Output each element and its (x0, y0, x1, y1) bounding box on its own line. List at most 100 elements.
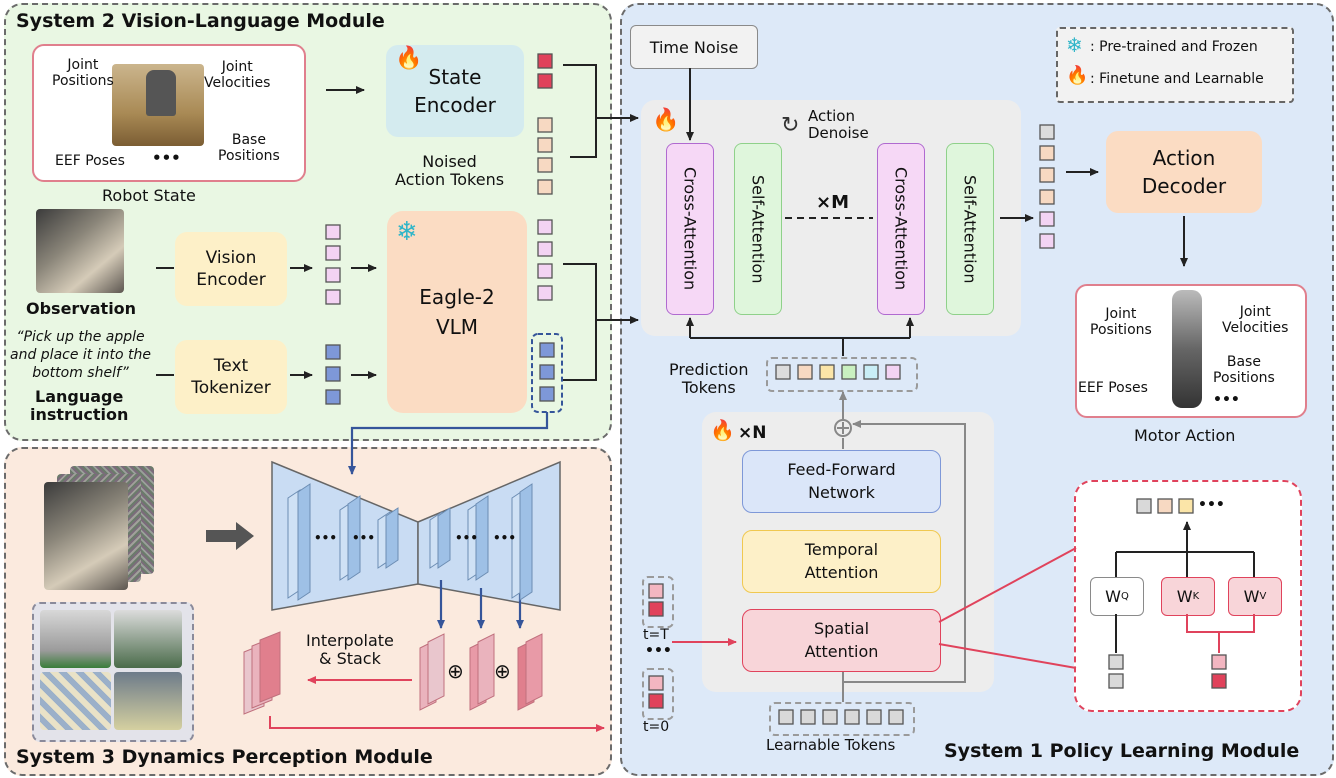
vision-token (325, 245, 341, 261)
zoom-line-1 (938, 547, 1077, 623)
ffn-box: Feed-Forward Network (742, 450, 941, 513)
motor-action-caption: Motor Action (1134, 426, 1236, 445)
wv-sup: V (1259, 591, 1267, 602)
unet-dec-dots-1: ••• (455, 531, 479, 545)
text-token (325, 389, 341, 405)
system1-title: System 1 Policy Learning Module (944, 740, 1300, 762)
unet-enc-dots-2: ••• (352, 531, 376, 545)
prediction-token (841, 364, 857, 380)
prediction-tokens-label: Prediction Tokens (669, 360, 749, 398)
unet-enc-dots-1: ••• (314, 531, 338, 545)
oplus-icon-2: ⊕ (494, 659, 511, 683)
denoised-token (1039, 124, 1055, 140)
legend-snowflake-icon: ❄ (1066, 33, 1083, 57)
rs-joint-positions: Joint Positions (52, 57, 114, 90)
language-instruction-label: Language instruction (30, 387, 129, 425)
snowflake-icon: ❄ (396, 217, 418, 247)
self-attention-1: Self-Attention (734, 143, 782, 315)
observation-label: Observation (26, 299, 137, 318)
t-dots-label: ••• (645, 643, 672, 659)
state-bracket (563, 64, 597, 158)
t-T-token (648, 583, 664, 599)
vision-encoder-box: Vision Encoder (175, 232, 287, 306)
interpolate-stack-label: Interpolate & Stack (306, 631, 394, 669)
vlm-to-unet-arrow (348, 412, 549, 475)
learnable-token (844, 709, 860, 725)
state-token (537, 53, 553, 69)
residual-skip (842, 420, 966, 700)
vision-token (325, 267, 341, 283)
cross-attention-2: Cross-Attention (877, 143, 925, 315)
stacked-feature (259, 631, 281, 703)
ma-eef-poses: EEF Poses (1078, 380, 1148, 396)
zoom-line-2 (938, 643, 1077, 669)
noised-action-token (537, 117, 553, 133)
denoised-token (1039, 233, 1055, 249)
learnable-tokens-frame (769, 702, 915, 736)
wv-label: W (1243, 587, 1260, 606)
vlm-bracket (563, 263, 597, 381)
cross-attention-2-label: Cross-Attention (891, 167, 911, 291)
self-attention-1-label: Self-Attention (748, 174, 768, 284)
vlm-vision-token (537, 285, 553, 301)
learnable-token (800, 709, 816, 725)
text-token (325, 344, 341, 360)
noised-action-tokens-label: Noised Action Tokens (395, 152, 505, 190)
prediction-token (885, 364, 901, 380)
noise-frame-1 (44, 482, 128, 590)
learnable-tokens-label: Learnable Tokens (766, 736, 896, 754)
oplus-icon-1: ⊕ (447, 659, 464, 683)
t-T-label: t=T (643, 627, 669, 643)
noised-action-token (537, 179, 553, 195)
humanoid-figure (1172, 290, 1202, 408)
kv-input-token (1211, 654, 1227, 670)
prediction-token (819, 364, 835, 380)
self-attention-2: Self-Attention (946, 143, 994, 315)
dataset-image-1 (40, 610, 111, 668)
denoised-token (1039, 145, 1055, 161)
q-input-token (1108, 654, 1124, 670)
t-0-token (648, 675, 664, 691)
dynamic-feature-2 (477, 633, 495, 705)
unet-feature-map (385, 507, 399, 569)
t-T-token-frame (642, 576, 674, 628)
attn-out-token (1157, 498, 1173, 514)
rs-dots: ••• (152, 149, 181, 167)
spatial-attention-box: Spatial Attention (742, 609, 941, 672)
system3-title: System 3 Dynamics Perception Module (16, 746, 433, 768)
dataset-image-4 (114, 672, 182, 730)
action-decoder-box: Action Decoder (1106, 131, 1262, 213)
dataset-image-2 (114, 610, 182, 668)
state-token (537, 73, 553, 89)
learnable-token (778, 709, 794, 725)
legend-fire-icon: 🔥 (1066, 65, 1089, 86)
cross-attention-1-label: Cross-Attention (680, 167, 700, 291)
rs-base-positions: Base Positions (218, 132, 280, 165)
learnable-token (888, 709, 904, 725)
q-input-token (1108, 673, 1124, 689)
dataset-image-3 (40, 672, 111, 730)
fire-icon: 🔥 (395, 46, 423, 71)
legend-frozen-text: : Pre-trained and Frozen (1090, 39, 1258, 55)
instruction-text: “Pick up the apple and place it into the… (10, 329, 151, 382)
noised-action-token (537, 157, 553, 173)
unet-feature-map (347, 495, 361, 581)
vlm-text-token (539, 386, 555, 402)
wq-label: W (1105, 587, 1121, 606)
ma-dots: ••• (1213, 392, 1240, 408)
denoise-fire-icon: 🔥 (652, 108, 680, 133)
dynamic-feature-1 (427, 633, 445, 705)
ma-joint-velocities: Joint Velocities (1222, 304, 1289, 337)
vision-token (325, 289, 341, 305)
self-attention-2-label: Self-Attention (960, 174, 980, 284)
vlm-vision-token (537, 219, 553, 235)
refresh-icon: ↻ (781, 113, 800, 138)
repeat-m-label: ×M (816, 192, 849, 213)
wk-label: W (1176, 587, 1193, 606)
t-0-token (648, 693, 664, 709)
vision-token (325, 224, 341, 240)
unet-dec-dots-2: ••• (493, 531, 517, 545)
text-tokenizer-box: Text Tokenizer (175, 340, 287, 414)
